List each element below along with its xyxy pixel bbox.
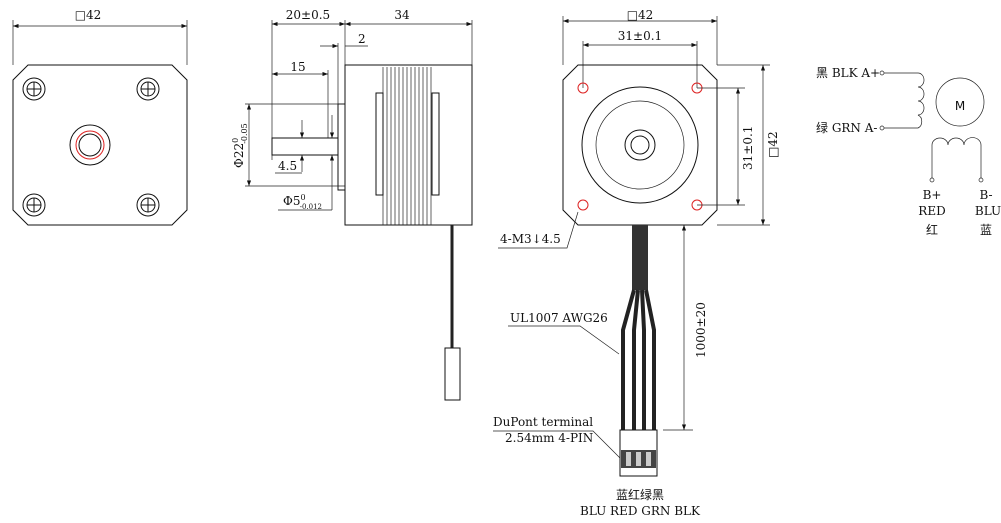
wiring-schematic: 黑 BLK A+ 绿 GRN A- M B+ RED 红 B- BLU 蓝 xyxy=(816,66,1001,237)
rear-view: □42 31±0.1 31±0.1 □42 4-M3↓4.5 1000±20 U… xyxy=(493,8,780,518)
svg-text:BLU: BLU xyxy=(975,204,1001,218)
coil-b-icon xyxy=(931,137,982,178)
wire-colors-cn: 蓝红绿黑 xyxy=(616,487,664,502)
svg-text:M: M xyxy=(955,99,965,113)
front-view: □42 xyxy=(12,8,188,226)
a-minus-label: 绿 GRN A- xyxy=(816,120,877,135)
cable-bundle xyxy=(632,225,648,290)
mount-holes-label: 4-M3↓4.5 xyxy=(500,232,561,246)
shaft-icon xyxy=(75,130,105,160)
svg-text:RED: RED xyxy=(918,204,945,218)
svg-text:蓝: 蓝 xyxy=(980,223,992,237)
svg-text:B-: B- xyxy=(979,188,992,202)
a-plus-label: 黑 BLK A+ xyxy=(816,66,880,80)
wire-spec: UL1007 AWG26 xyxy=(510,311,608,325)
coil-a-icon xyxy=(884,72,925,129)
svg-text:红: 红 xyxy=(926,222,938,237)
hole-spacing-v: 31±0.1 xyxy=(741,126,755,170)
shaft-length: 20±0.5 xyxy=(286,8,330,22)
boss-diameter: Φ220-0.05 xyxy=(231,123,249,168)
rear-size-label: □42 xyxy=(627,8,654,22)
svg-text:B+: B+ xyxy=(923,188,942,202)
flange-thickness: 2 xyxy=(358,32,366,46)
side-view: 20±0.5 34 2 15 Φ220-0.05 4.5 Φ50-0.012 xyxy=(231,8,473,401)
flat-length: 15 xyxy=(290,60,305,74)
terminal-line2: 2.54mm 4-PIN xyxy=(505,431,593,445)
motor-icon xyxy=(935,77,985,127)
front-size-label: □42 xyxy=(75,8,102,22)
lamination-lines xyxy=(382,67,432,225)
cable-sleeve xyxy=(444,347,461,401)
terminal-line1: DuPont terminal xyxy=(493,415,593,429)
rear-size-label-v: □42 xyxy=(766,131,780,158)
flat-depth: 4.5 xyxy=(278,159,297,173)
wire-colors-en: BLU RED GRN BLK xyxy=(580,504,701,518)
cable-length: 1000±20 xyxy=(694,302,708,358)
dupont-connector xyxy=(619,429,658,477)
mount-hole-icons xyxy=(577,82,703,211)
hole-spacing-h: 31±0.1 xyxy=(618,29,662,43)
mount-hole-icons xyxy=(22,77,160,217)
body-length: 34 xyxy=(394,8,410,22)
shaft-diameter: Φ50-0.012 xyxy=(283,193,322,211)
